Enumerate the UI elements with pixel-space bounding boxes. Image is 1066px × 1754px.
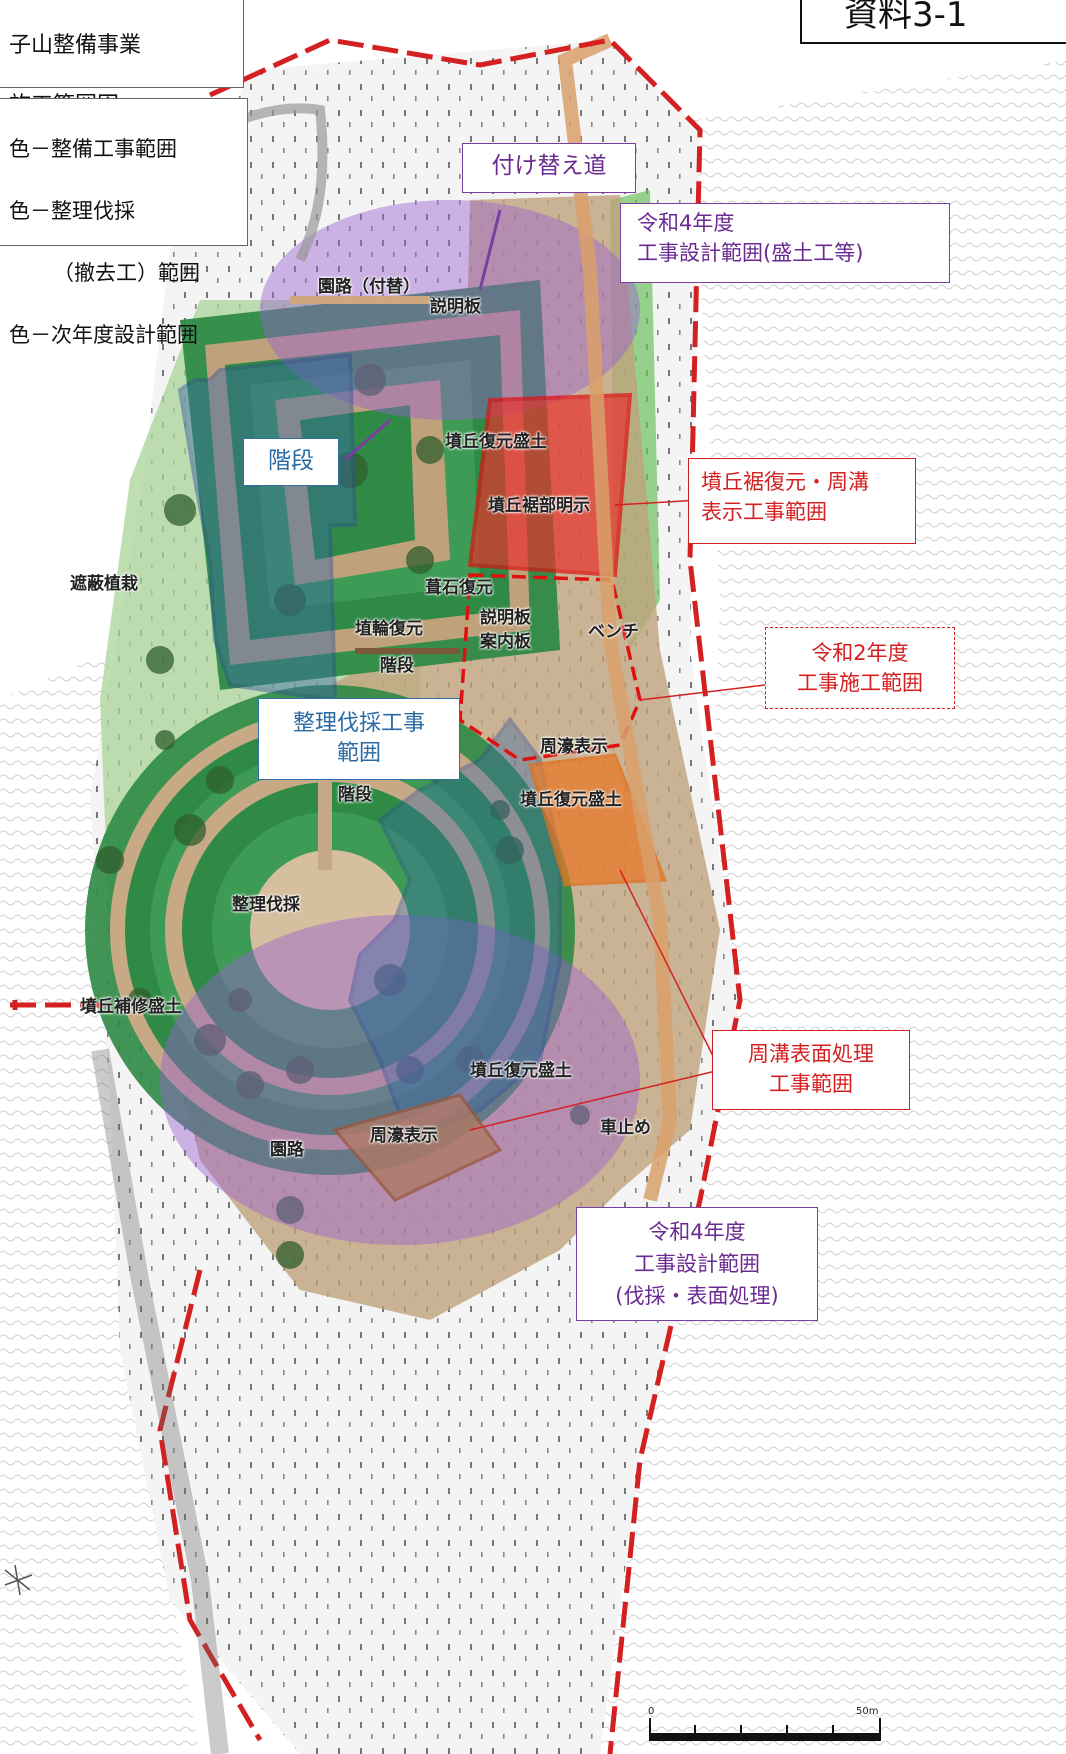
label-stone-restoration: 葺石復元: [425, 578, 493, 598]
scale-end-label: 50m: [856, 1706, 879, 1717]
callout-clearing-construction: 整理伐採工事 範囲: [258, 698, 460, 780]
leader-lines: [344, 209, 766, 1131]
label-car-stop: 車止め: [600, 1118, 651, 1138]
label-stairs-1: 階段: [380, 656, 414, 676]
label-moat-display-1: 周濠表示: [540, 737, 608, 757]
embankment-edge: [91, 1048, 229, 1754]
label-info-board: 説明板: [480, 608, 531, 628]
tree-canopies: [96, 364, 590, 1269]
title-line-1: 子山整備事業: [9, 33, 142, 58]
scale-start-label: 0: [648, 1706, 655, 1717]
callout-r4-design-fill: 令和4年度 工事設計範囲(盛土工等): [620, 203, 950, 283]
legend-item: （撤去工）範囲: [53, 261, 200, 285]
label-shielding-planting: 遮蔽植栽: [70, 574, 138, 594]
callout-realigned-road: 付け替え道: [462, 143, 636, 193]
label-clearing: 整理伐採: [232, 895, 300, 915]
legend-box: 色－整備工事範囲 色－整理伐採 （撤去工）範囲 色－次年度設計範囲: [0, 98, 248, 347]
r4-design-range-lower: [160, 915, 640, 1245]
label-info-board-top: 説明板: [430, 297, 481, 317]
label-mound-fill-1: 墳丘復元盛土: [445, 432, 547, 452]
label-mound-fill-2: 墳丘復元盛土: [520, 790, 622, 810]
legend-item: 色－次年度設計範囲: [9, 323, 198, 347]
orange-fill-range: [528, 753, 668, 887]
mound-base-restoration-range: [467, 392, 633, 578]
callout-moat-surface-treatment: 周溝表面処理 工事範囲: [712, 1030, 910, 1110]
r4-design-range-upper: [260, 200, 640, 420]
callout-r4-design-clearing: 令和4年度 工事設計範囲 (伐採・表面処理): [576, 1207, 818, 1321]
legend-item: 色－整理伐採: [9, 199, 135, 223]
callout-mound-base-restoration: 墳丘裾復元・周溝 表示工事範囲: [688, 458, 916, 544]
label-haniwa-restoration: 埴輪復元: [355, 619, 423, 639]
callout-stairs: 階段: [243, 438, 339, 486]
circular-mound: [85, 685, 575, 1175]
title-box: 子山整備事業 施工範囲図: [0, 0, 244, 118]
label-garden-path-realigned: 園路（付替）: [318, 277, 420, 297]
label-guide-board: 案内板: [480, 632, 531, 652]
r2-construction-range: [458, 573, 642, 762]
legend-item: 色－整備工事範囲: [9, 137, 177, 161]
label-mound-base-marking: 墳丘裾部明示: [488, 496, 590, 516]
label-bench: ベンチ: [588, 622, 639, 642]
label-mound-fill-3: 墳丘復元盛土: [470, 1061, 572, 1081]
label-moat-display-2: 周濠表示: [370, 1126, 438, 1146]
moat-display-polygon: [332, 1093, 503, 1202]
north-arrow-icon: [4, 1564, 33, 1596]
scale-bar: [649, 1718, 881, 1741]
label-stairs-2: 階段: [338, 785, 372, 805]
document-label: 資料3-1: [800, 0, 1066, 44]
site-boundary: [10, 37, 743, 1754]
label-garden-path: 園路: [270, 1140, 304, 1160]
label-mound-repair-fill: 墳丘補修盛土: [80, 997, 182, 1017]
clearing-range-circle: [347, 716, 562, 1133]
callout-r2-construction: 令和2年度 工事施工範囲: [765, 627, 955, 709]
